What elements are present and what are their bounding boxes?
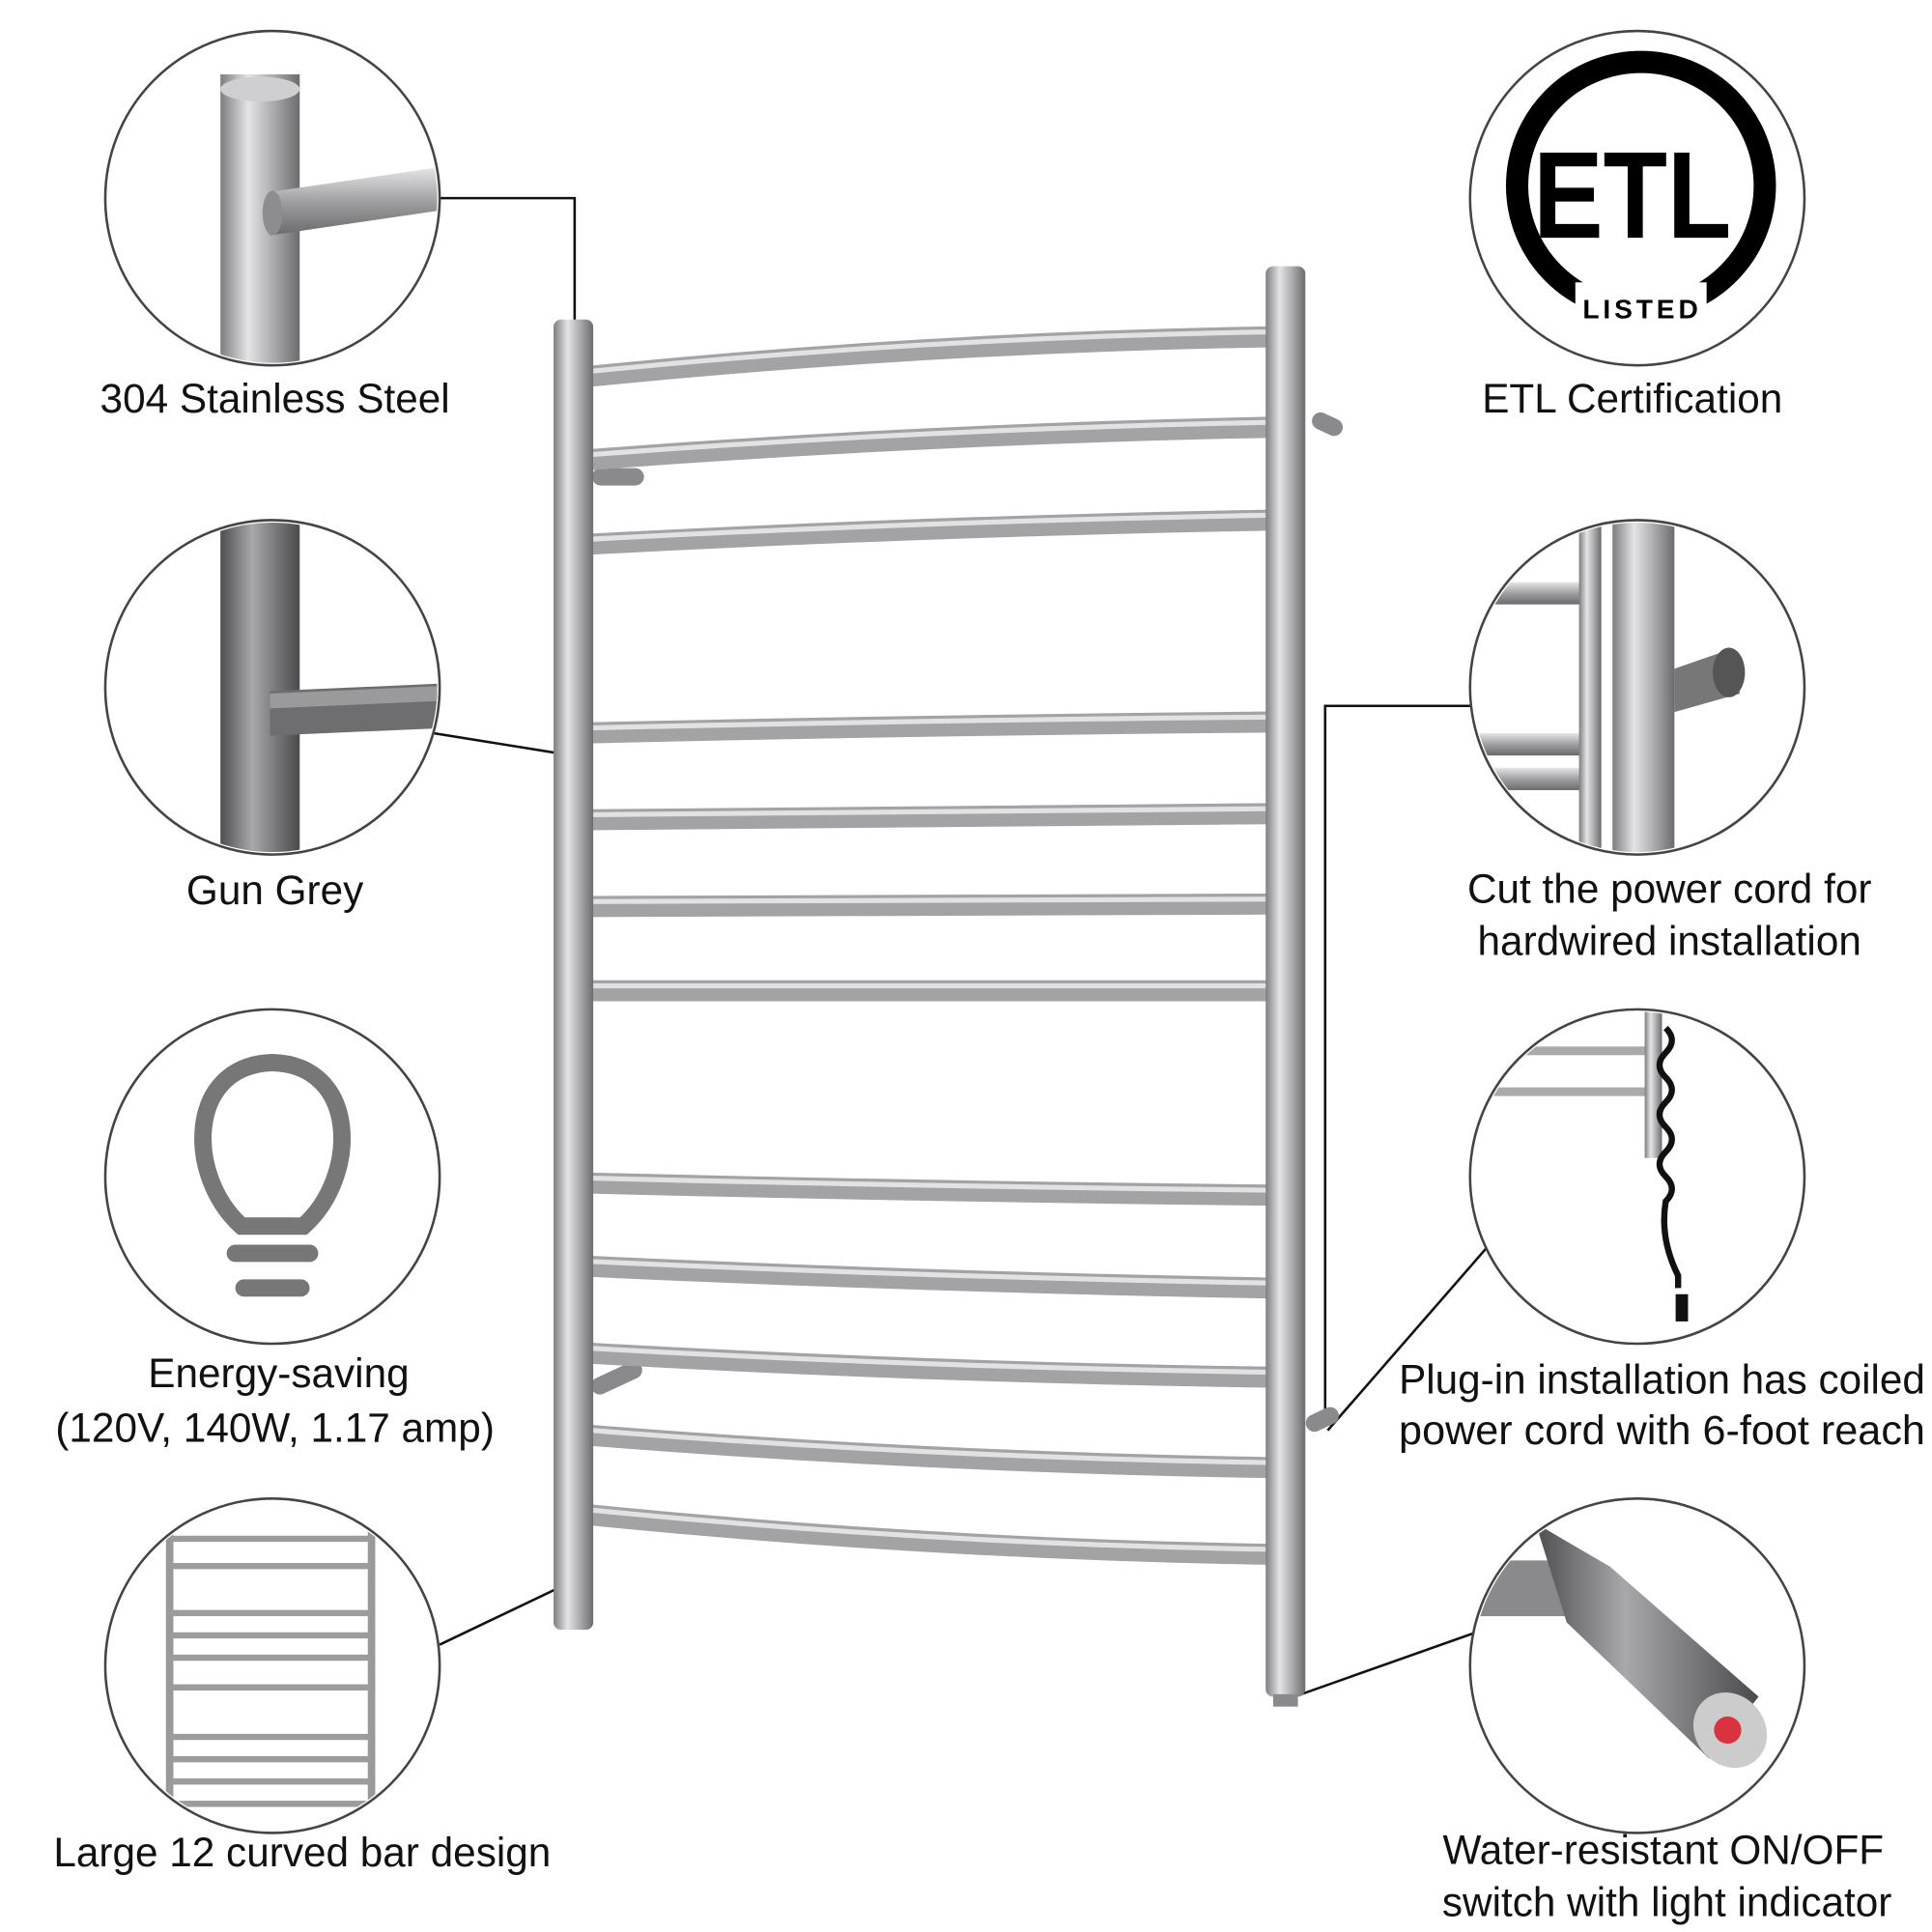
etl-listed-logo: ETL LISTED ®: [1505, 50, 1776, 325]
thumbnail-bar: [170, 1609, 372, 1617]
feature-curved-bars: Large 12 curved bar design: [53, 1497, 551, 1875]
towel-bar: [565, 1255, 1280, 1299]
towel-bar-highlight: [575, 1505, 1270, 1552]
towel-bars: [565, 326, 1280, 1565]
leader-lines: [433, 196, 1488, 1698]
etl-logo-text: ETL: [1533, 127, 1731, 265]
towel-bar-highlight: [575, 329, 1270, 376]
towel-bar-highlight: [575, 419, 1270, 459]
gun-grey-detail-image: [220, 523, 438, 853]
thumbnail-bar: [170, 1684, 372, 1690]
feature-label: hardwired installation: [1478, 918, 1861, 963]
thumbnail-bar: [170, 1562, 372, 1570]
switch-detail-image: [1472, 1522, 1768, 1769]
indicator-light-icon: [1714, 1716, 1742, 1745]
towel-bar: [565, 509, 1280, 556]
thumbnail-bar: [170, 1755, 372, 1763]
feature-label: Large 12 curved bar design: [53, 1830, 551, 1875]
towel-warmer-rack: [554, 266, 1344, 1707]
feature-label: power cord with 6-foot reach: [1399, 1407, 1925, 1453]
feature-label: switch with light indicator: [1442, 1879, 1891, 1924]
feature-label: Cut the power cord for: [1467, 867, 1871, 912]
towel-bar: [565, 803, 1280, 831]
feature-label: Gun Grey: [186, 867, 364, 913]
towel-bar: [565, 894, 1280, 918]
towel-bar: [565, 1502, 1280, 1565]
feature-hardwired: Cut the power cord for hardwired install…: [1467, 519, 1871, 963]
feature-stainless-steel: 304 Stainless Steel: [100, 29, 450, 421]
feature-switch: Water-resistant ON/OFF switch with light…: [1442, 1497, 1891, 1924]
towel-bar-highlight: [576, 806, 1270, 818]
feature-energy-saving: Energy-saving (120V, 140W, 1.17 amp): [55, 1008, 495, 1450]
hardwired-detail-image: [1473, 523, 1746, 853]
feature-etl: ETL LISTED ® ETL Certification: [1468, 29, 1806, 421]
stainless-steel-detail-image: [220, 73, 438, 363]
towel-bar: [565, 1423, 1280, 1479]
feature-label: (120V, 140W, 1.17 amp): [55, 1405, 495, 1450]
towel-bar: [565, 1172, 1280, 1207]
light-bulb-icon: [194, 1054, 351, 1297]
feature-label: Plug-in installation has coiled: [1399, 1356, 1925, 1402]
thumbnail-bar: [170, 1801, 372, 1807]
left-pole: [554, 319, 594, 1631]
towel-bar-highlight: [576, 512, 1270, 543]
feature-label: ETL Certification: [1482, 376, 1782, 421]
towel-bar-highlight: [575, 1426, 1270, 1465]
thumbnail-bar: [170, 1778, 372, 1785]
towel-bar-highlight: [576, 1175, 1270, 1193]
towel-bar: [565, 1342, 1280, 1388]
rack-thumbnail-image: [165, 1517, 376, 1815]
etl-listed-text: LISTED: [1582, 293, 1701, 324]
towel-bar-highlight: [576, 714, 1270, 731]
coiled-cord-detail-image: [1486, 1011, 1689, 1321]
towel-bar-highlight: [576, 896, 1270, 904]
thumbnail-bar: [170, 1654, 372, 1662]
towel-bar-highlight: [576, 1258, 1270, 1286]
towel-bar: [565, 711, 1280, 744]
feature-label: Energy-saving: [148, 1350, 409, 1396]
towel-bar: [565, 326, 1280, 388]
feature-label: 304 Stainless Steel: [100, 376, 450, 421]
towel-bar: [565, 416, 1280, 471]
thumbnail-bar: [170, 1733, 372, 1741]
feature-label: Water-resistant ON/OFF: [1442, 1827, 1884, 1872]
towel-bar-highlight: [576, 1345, 1270, 1376]
thumbnail-bar: [170, 1535, 372, 1543]
right-pole: [1265, 266, 1306, 1697]
thumbnail-bar: [170, 1632, 372, 1639]
feature-plug-in: Plug-in installation has coiled power co…: [1399, 1008, 1925, 1453]
feature-gun-grey: Gun Grey: [103, 519, 441, 913]
registered-mark: ®: [1731, 101, 1747, 127]
